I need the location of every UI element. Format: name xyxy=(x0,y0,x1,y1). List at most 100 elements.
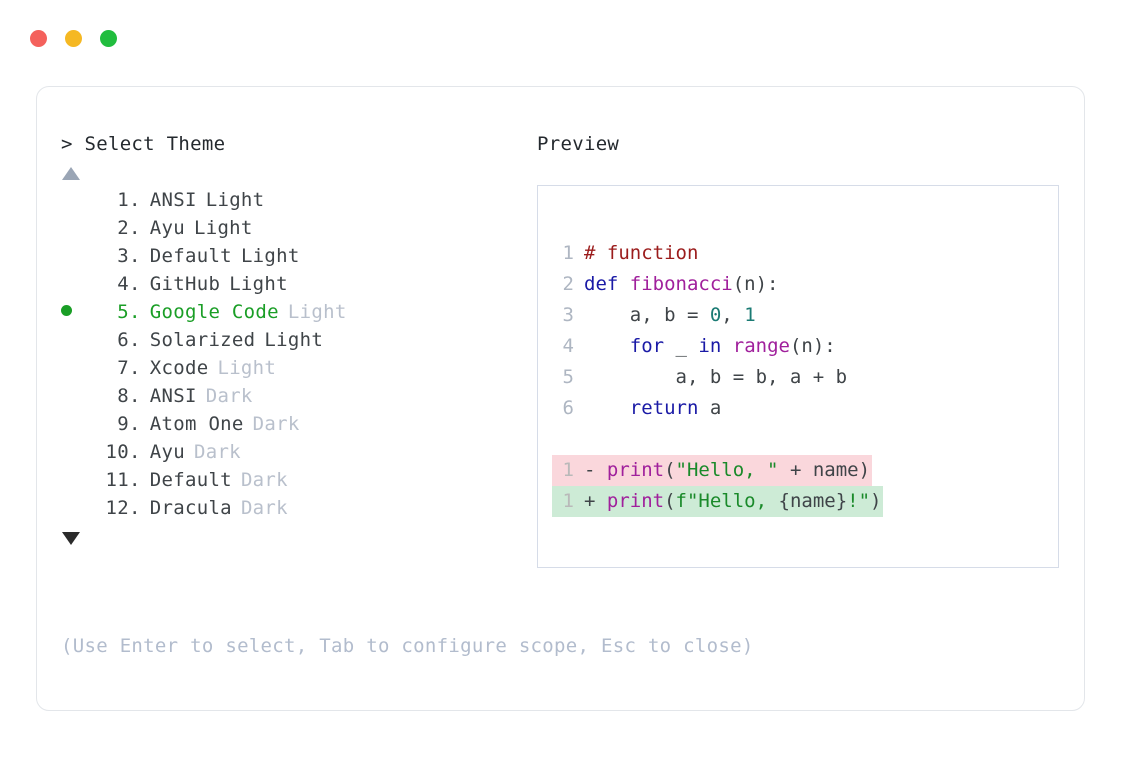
theme-item-number: 6 xyxy=(117,329,129,351)
line-number: 2 xyxy=(562,273,574,295)
code-line: 3 a, b = 0, 1 xyxy=(552,300,883,331)
theme-item-name: Ayu xyxy=(149,217,185,239)
theme-item-name: Default xyxy=(149,245,232,267)
code-spacer xyxy=(552,424,883,455)
window-traffic-lights xyxy=(30,30,117,47)
theme-item-number-dot: . xyxy=(129,469,141,491)
diff-line-text: + print(f"Hello, {name}!") xyxy=(584,486,884,517)
close-window-button[interactable] xyxy=(30,30,47,47)
code-token: ( xyxy=(664,490,676,512)
theme-item-name: ANSI xyxy=(149,189,197,211)
code-line-text: # function xyxy=(584,238,698,269)
theme-item-mode: Dark xyxy=(193,441,241,463)
diff-removed-line: 1- print("Hello, " + name) xyxy=(552,455,883,486)
code-line-text: a, b = b, a + b xyxy=(584,362,848,393)
code-token: {name} xyxy=(778,490,848,512)
line-number: 5 xyxy=(562,366,574,388)
code-token: !" xyxy=(847,490,871,512)
code-line: 4 for _ in range(n): xyxy=(552,331,883,362)
theme-item-number: 8 xyxy=(117,385,129,407)
maximize-window-button[interactable] xyxy=(100,30,117,47)
triangle-up-icon[interactable] xyxy=(62,167,80,180)
line-number: 6 xyxy=(562,397,574,419)
theme-item-name: Default xyxy=(149,469,232,491)
theme-item-number-dot: . xyxy=(129,245,141,267)
code-line: 5 a, b = b, a + b xyxy=(552,362,883,393)
diff-line-text: - print("Hello, " + name) xyxy=(584,455,873,486)
theme-item-number-dot: . xyxy=(129,413,141,435)
code-token: range xyxy=(732,335,790,357)
code-line-text: for _ in range(n): xyxy=(584,331,836,362)
keyboard-hint: (Use Enter to select, Tab to configure s… xyxy=(61,635,754,657)
theme-item-number: 3 xyxy=(117,245,129,267)
code-token: in xyxy=(698,335,722,357)
code-token: 1 xyxy=(744,304,756,326)
theme-item-mode: Light xyxy=(217,357,277,379)
theme-list-item[interactable]: 2. Ayu Light xyxy=(61,214,531,242)
theme-item-number-dot: . xyxy=(129,329,141,351)
code-token: + name) xyxy=(778,459,871,481)
theme-item-name: Atom One xyxy=(149,413,244,435)
theme-item-name: Xcode xyxy=(149,357,209,379)
code-token: "Hello, " xyxy=(675,459,779,481)
code-token: # function xyxy=(584,242,699,264)
code-token: ) xyxy=(870,490,882,512)
code-token xyxy=(584,397,630,419)
minimize-window-button[interactable] xyxy=(65,30,82,47)
line-number: 3 xyxy=(562,304,574,326)
code-line: 2 def fibonacci(n): xyxy=(552,269,883,300)
theme-item-number-dot: . xyxy=(129,301,141,323)
diff-sign: - xyxy=(584,459,607,481)
theme-item-number-dot: . xyxy=(129,189,141,211)
theme-item-number: 4 xyxy=(117,273,129,295)
theme-item-mode: Light xyxy=(240,245,300,267)
code-token: return xyxy=(629,397,699,419)
theme-item-mode: Dark xyxy=(252,413,300,435)
code-token: print xyxy=(606,490,665,512)
theme-item-number-dot: . xyxy=(129,217,141,239)
theme-item-mode: Light xyxy=(193,217,253,239)
theme-item-name: ANSI xyxy=(149,385,197,407)
code-token: (n): xyxy=(732,273,779,295)
code-token: f"Hello, xyxy=(675,490,779,512)
code-line-text: def fibonacci(n): xyxy=(584,269,778,300)
diff-added-line: 1+ print(f"Hello, {name}!") xyxy=(552,486,884,517)
theme-item-name: Google Code xyxy=(149,301,279,323)
code-line-text: a, b = 0, 1 xyxy=(584,300,756,331)
theme-item-number: 1 xyxy=(117,189,129,211)
code-token: , xyxy=(721,304,745,326)
line-number: 4 xyxy=(562,335,574,357)
code-token: a, b = xyxy=(584,304,710,326)
theme-item-mode: Light xyxy=(264,329,324,351)
theme-item-number: 11 xyxy=(105,469,129,491)
theme-item-number: 5 xyxy=(117,301,129,323)
triangle-down-icon[interactable] xyxy=(62,532,80,545)
theme-item-name: GitHub xyxy=(149,273,221,295)
line-number: 1 xyxy=(552,486,584,517)
code-token: 0 xyxy=(709,304,722,326)
theme-item-name: Ayu xyxy=(149,441,185,463)
theme-item-number: 2 xyxy=(117,217,129,239)
code-token: a xyxy=(698,397,722,419)
theme-item-number-dot: . xyxy=(129,441,141,463)
theme-list-item[interactable]: 3. Default Light xyxy=(61,242,531,270)
theme-item-number-dot: . xyxy=(129,273,141,295)
theme-item-name: Dracula xyxy=(149,497,232,519)
selected-bullet-icon xyxy=(61,305,72,316)
